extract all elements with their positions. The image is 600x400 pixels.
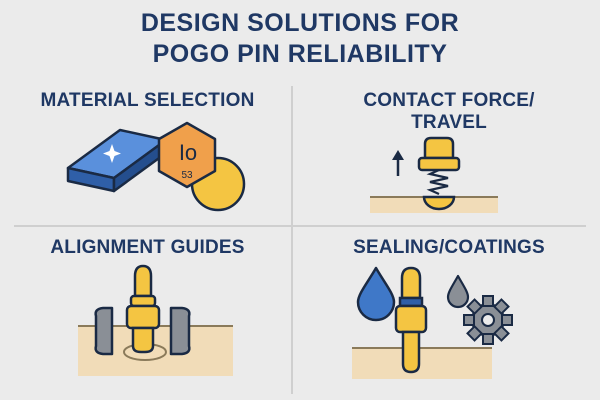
material-plate-icon <box>66 128 168 193</box>
up-arrow-icon <box>392 150 404 176</box>
guide-block-icon <box>94 306 191 356</box>
sealing-base <box>352 348 492 379</box>
pogo-pin-icon <box>417 136 461 172</box>
alignment-guides-label: ALIGNMENT GUIDES <box>50 237 245 258</box>
vertical-divider <box>291 86 293 394</box>
title-line-1: DESIGN SOLUTIONS FOR <box>140 9 460 37</box>
water-drop-icon <box>356 266 396 322</box>
sealing-coatings-label: SEALING/COATINGS <box>353 237 545 258</box>
element-hexagon-icon: Io 53 <box>157 121 217 189</box>
contact-pad-icon <box>422 195 456 211</box>
contact-force-label-line-2: TRAVEL <box>411 112 487 133</box>
sealing-coatings-illustration <box>352 266 513 379</box>
material-selection-label: MATERIAL SELECTION <box>40 90 255 111</box>
contact-force-illustration <box>370 136 498 213</box>
alignment-guides-illustration <box>78 264 233 376</box>
horizontal-divider <box>14 225 586 227</box>
material-selection-illustration: Io 53 <box>66 121 246 212</box>
page-title: DESIGN SOLUTIONS FOR POGO PIN RELIABILIT… <box>0 8 600 70</box>
spring-icon <box>426 168 449 196</box>
pogo-pin-icon <box>394 266 428 374</box>
gear-icon <box>463 295 513 345</box>
element-number: 53 <box>181 170 193 181</box>
contact-force-label-line-1: CONTACT FORCE/ <box>363 90 535 111</box>
water-drop-icon <box>446 274 470 309</box>
sparkle-icon <box>103 144 121 163</box>
element-symbol: Io <box>179 140 197 165</box>
contact-force-label: CONTACT FORCE/ TRAVEL <box>318 90 580 134</box>
title-line-2: POGO PIN RELIABILITY <box>152 40 448 68</box>
pogo-pin-icon <box>125 264 161 354</box>
